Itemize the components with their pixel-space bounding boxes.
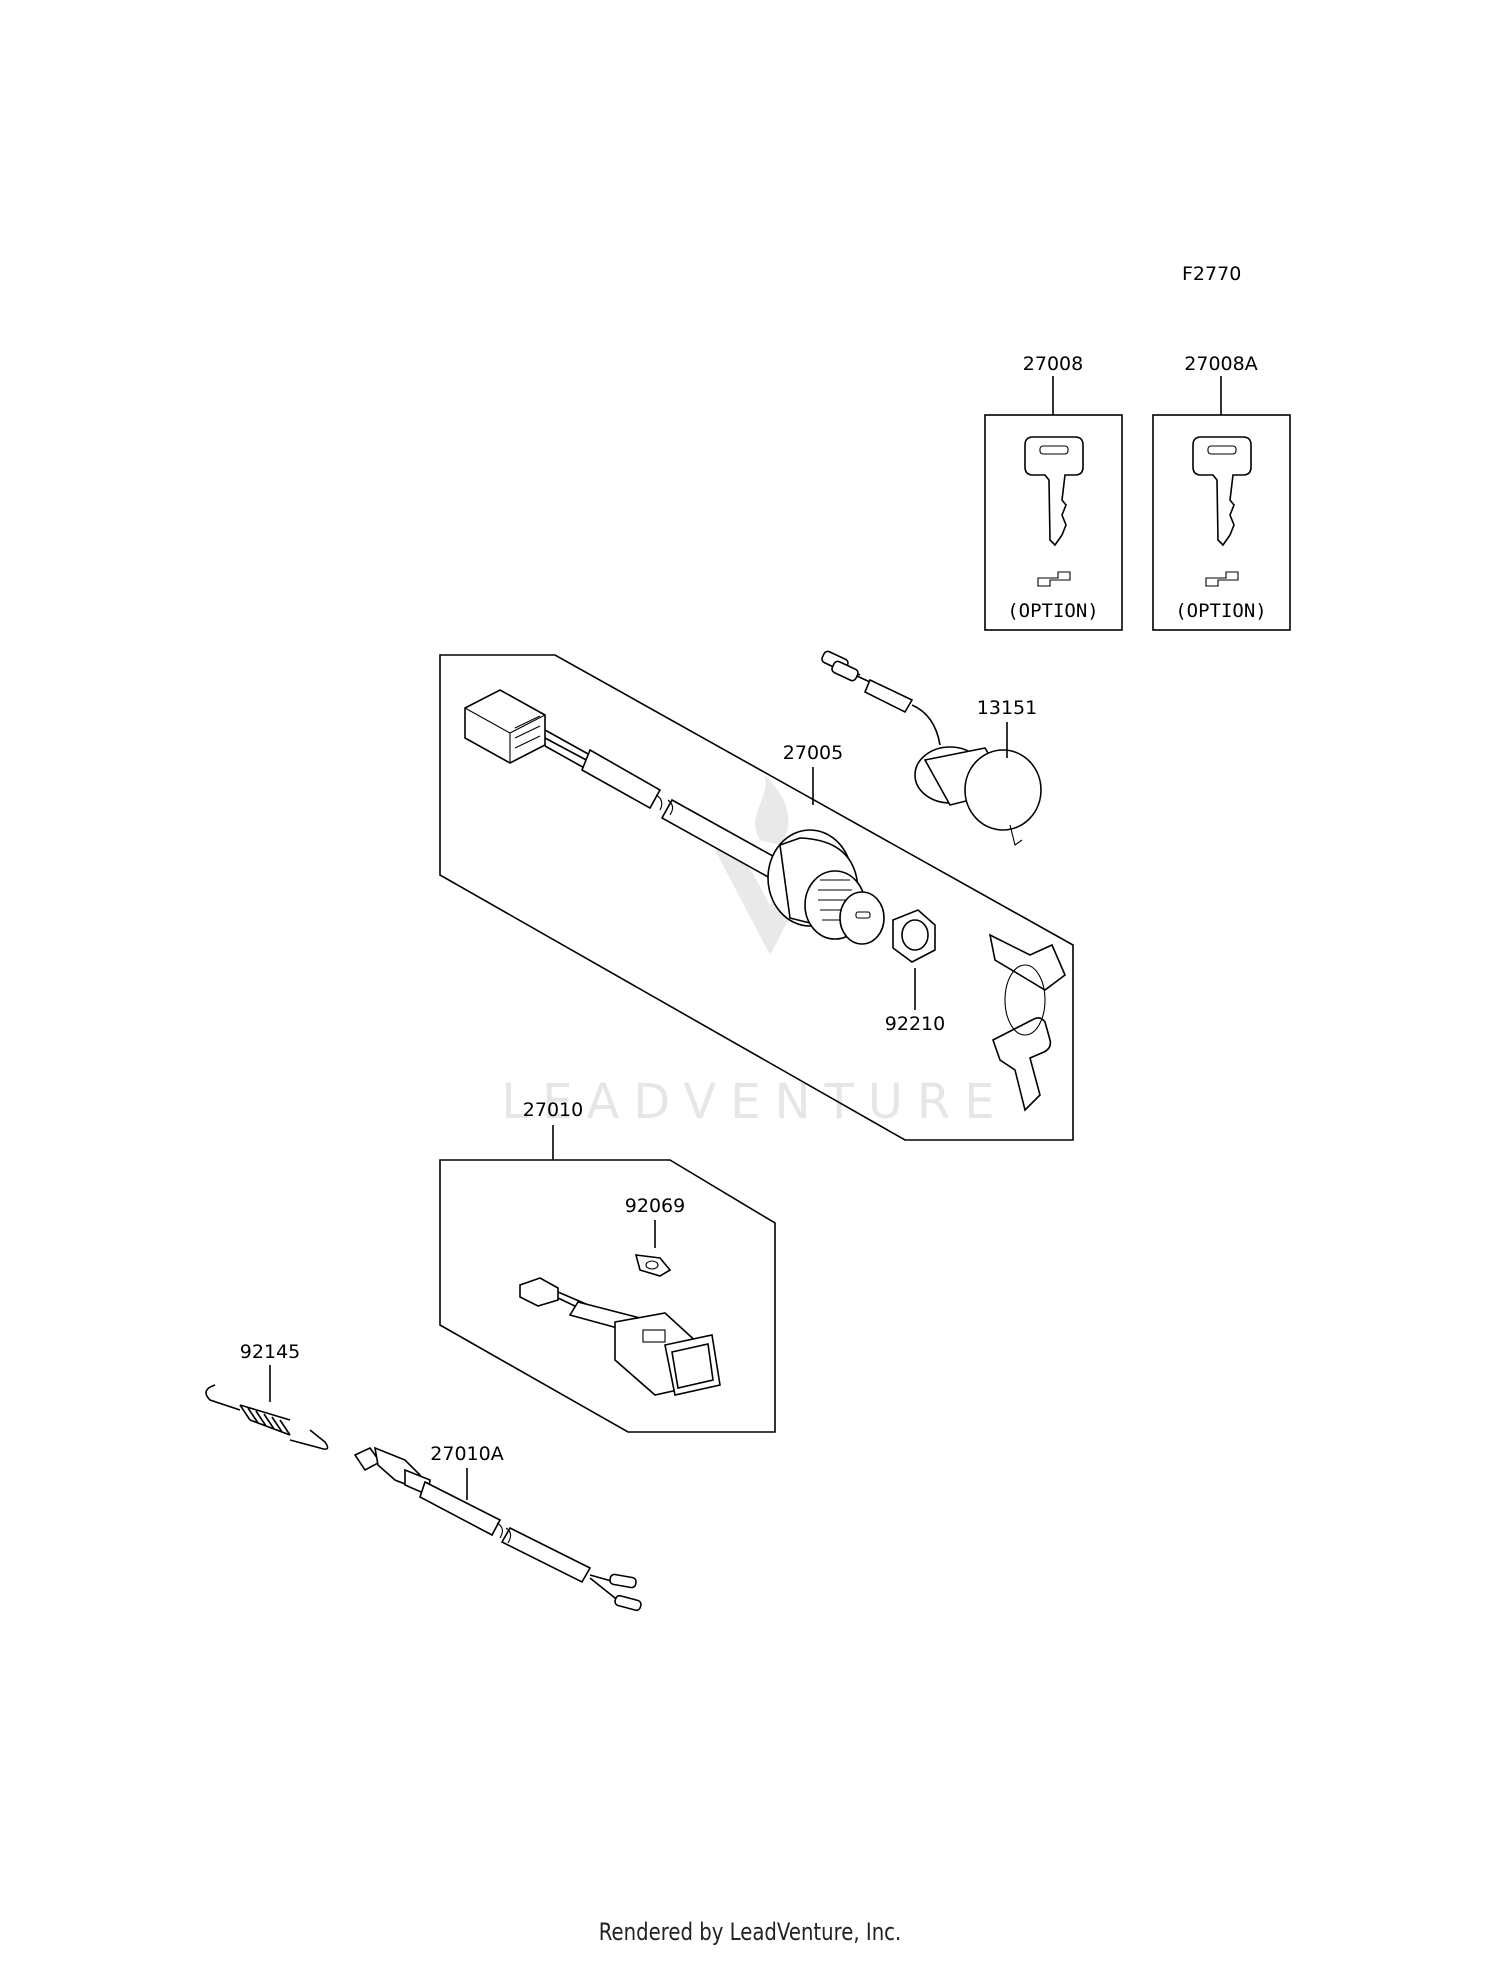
key-icon bbox=[988, 933, 1066, 1112]
part-label-92069: 92069 bbox=[625, 1195, 685, 1217]
part-label-27008: 27008 bbox=[1023, 353, 1083, 375]
ignition-switch-27005[interactable]: 27005 92210 bbox=[439, 650, 1074, 1141]
part-label-92210: 92210 bbox=[885, 1013, 945, 1035]
key-blank-27008[interactable]: 27008 (OPTION) bbox=[984, 353, 1123, 631]
connector-icon bbox=[464, 689, 546, 764]
part-label-92145: 92145 bbox=[240, 1341, 300, 1363]
switch-icon bbox=[519, 1277, 721, 1396]
part-label-27010a: 27010A bbox=[430, 1443, 503, 1465]
watermark-text: LEADVENTURE bbox=[501, 1074, 1008, 1130]
stop-switch-27010a[interactable]: 27010A bbox=[353, 1443, 642, 1612]
figure-code: F2770 bbox=[1182, 263, 1241, 285]
spring-92145[interactable]: 92145 bbox=[205, 1341, 329, 1450]
key-blank-27008a[interactable]: 27008A (OPTION) bbox=[1152, 353, 1291, 631]
part-label-27010: 27010 bbox=[523, 1099, 583, 1121]
option-label: (OPTION) bbox=[1175, 600, 1267, 622]
part-label-13151: 13151 bbox=[977, 697, 1037, 719]
socket-13151[interactable]: 13151 bbox=[821, 650, 1042, 846]
key-icon bbox=[1192, 436, 1252, 547]
part-label-27008a: 27008A bbox=[1184, 353, 1257, 375]
part-label-27005: 27005 bbox=[783, 742, 843, 764]
option-label: (OPTION) bbox=[1007, 600, 1099, 622]
switch-body-icon bbox=[767, 829, 885, 945]
key-icon bbox=[1024, 436, 1084, 547]
nut-92210[interactable]: 92210 bbox=[885, 909, 945, 1035]
clip-92069[interactable]: 92069 bbox=[625, 1195, 685, 1277]
footer-credit: Rendered by LeadVenture, Inc. bbox=[598, 1918, 902, 1946]
switch-assembly-27010[interactable]: 27010 92069 bbox=[439, 1099, 776, 1433]
